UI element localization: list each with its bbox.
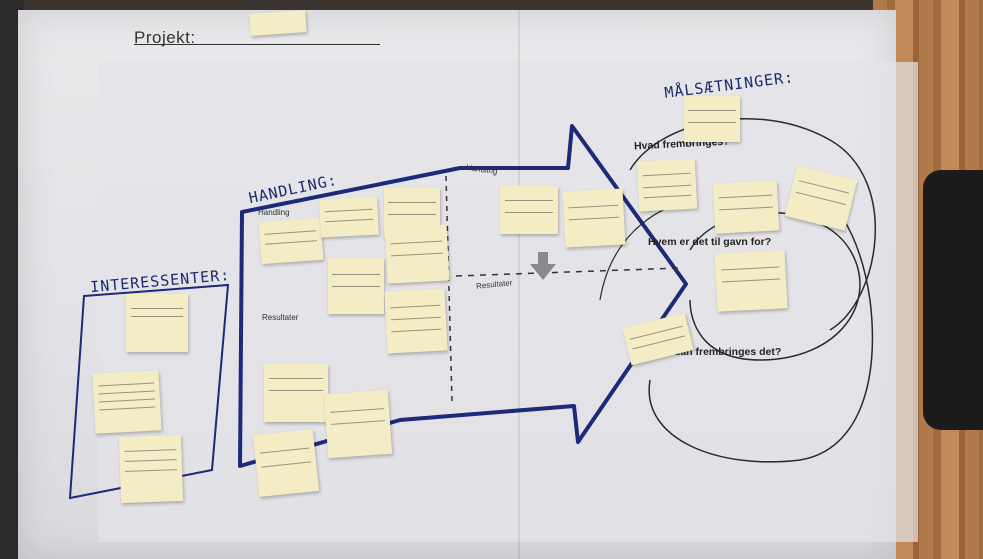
dashed-result-line	[455, 267, 681, 277]
sticky-note	[258, 217, 324, 265]
poster-fold	[518, 10, 520, 559]
sticky-note	[684, 96, 740, 142]
sticky-note	[636, 158, 698, 212]
sticky-note	[714, 250, 788, 312]
resultater-left-label: Resultater	[262, 313, 299, 322]
sticky-note	[118, 434, 184, 504]
sticky-note	[249, 10, 307, 36]
sticky-note	[319, 196, 379, 238]
sticky-note	[323, 389, 393, 459]
sticky-note	[126, 294, 188, 352]
grey-down-arrow	[530, 252, 556, 280]
project-label: Projekt:	[134, 28, 196, 47]
goal-curve-3	[648, 179, 874, 463]
sticky-note	[328, 258, 384, 314]
chair	[923, 170, 983, 430]
dashed-divider	[445, 175, 453, 403]
sticky-note	[384, 288, 448, 354]
sticky-note	[562, 188, 626, 248]
sticky-note	[92, 370, 162, 434]
interessenter-box	[68, 283, 230, 500]
sticky-note	[500, 186, 558, 234]
question-who: Hvem er det til gavn for?	[648, 236, 772, 248]
goal-curve-1	[629, 117, 877, 331]
project-underline	[134, 44, 380, 45]
handling-label: Handling	[258, 208, 290, 217]
sticky-note	[712, 180, 780, 234]
sticky-note	[264, 364, 328, 422]
sticky-note	[252, 429, 320, 497]
sticky-note	[384, 224, 450, 284]
